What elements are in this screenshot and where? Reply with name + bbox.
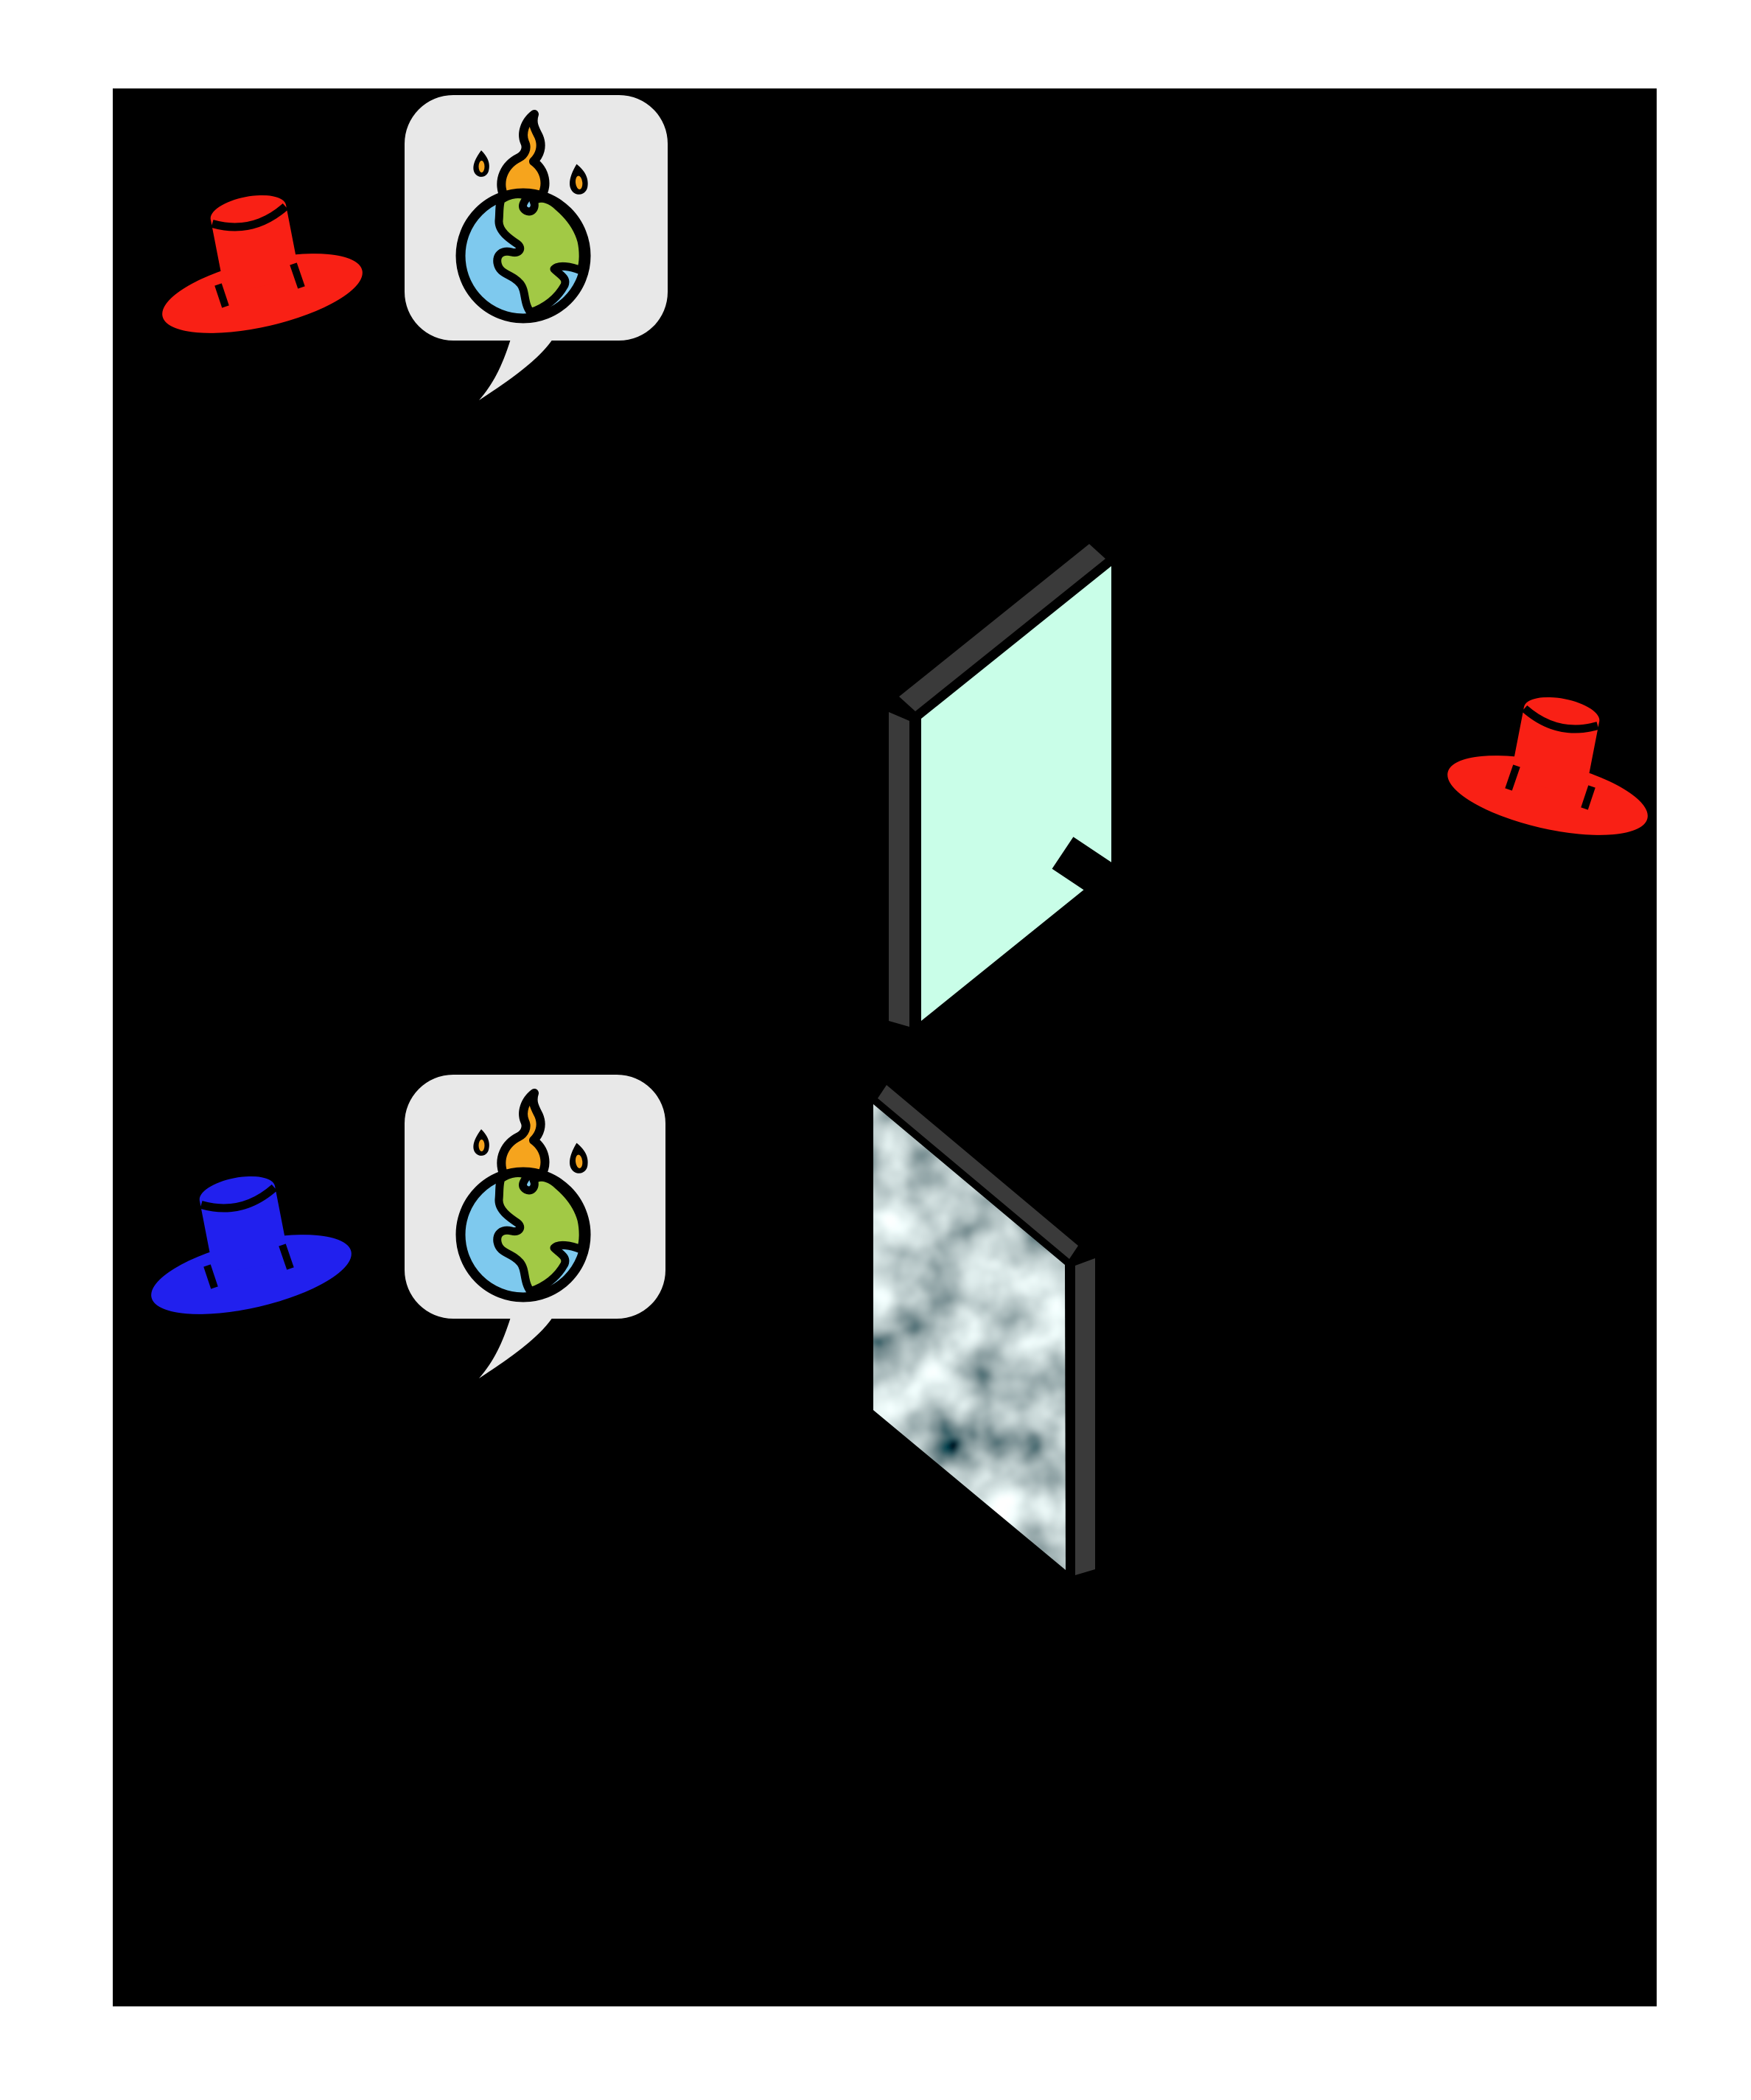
hat-base-line-left bbox=[1581, 785, 1596, 810]
red-top-hat-upper-left bbox=[162, 195, 363, 333]
glass-pane-top-edge bbox=[899, 544, 1105, 711]
stone-pane-right-edge bbox=[1075, 1258, 1095, 1575]
speech-bubble-tail bbox=[479, 339, 553, 400]
speech-bubble-tail bbox=[479, 1317, 553, 1378]
hat-brim bbox=[1447, 756, 1648, 835]
glass-pane-face bbox=[921, 566, 1111, 1021]
arrow-through-glass bbox=[1052, 837, 1178, 938]
glass-pane bbox=[889, 544, 1178, 1027]
glass-pane-left-edge bbox=[889, 712, 909, 1027]
hat-cylinder bbox=[1509, 697, 1600, 795]
hat-rim-line bbox=[200, 1184, 278, 1213]
hat-rim-line bbox=[1521, 705, 1599, 733]
blue-top-hat-lower-left bbox=[151, 1176, 352, 1314]
hat-base-line-right bbox=[1505, 764, 1520, 791]
hat-rim-line bbox=[211, 203, 289, 231]
burning-earth-bubble-bottom bbox=[405, 1075, 665, 1378]
hat-brim bbox=[151, 1235, 352, 1314]
stone-pane-top-edge bbox=[878, 1085, 1078, 1259]
hat-base-line-right bbox=[279, 1243, 294, 1270]
burning-earth-bubble-top bbox=[405, 95, 668, 400]
black-backdrop-panel bbox=[113, 88, 1657, 2006]
hat-cylinder bbox=[210, 195, 301, 293]
hat-base-line-left bbox=[214, 283, 229, 308]
hat-base-line-left bbox=[203, 1264, 218, 1289]
hat-base-line-right bbox=[290, 262, 305, 289]
hat-cylinder bbox=[199, 1176, 290, 1274]
red-top-hat-right bbox=[1447, 697, 1648, 835]
hat-brim bbox=[162, 254, 363, 333]
